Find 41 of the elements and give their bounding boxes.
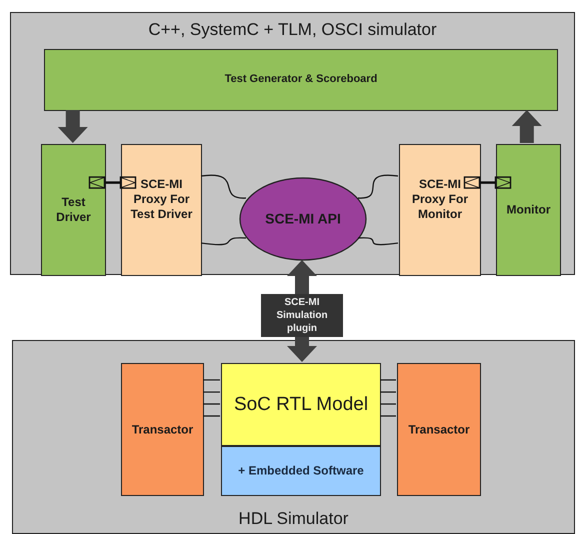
node-label: Test Driver [55,195,92,225]
node-label: SCE-MI Proxy For Test Driver [130,177,194,222]
node-label: SoC RTL Model [232,392,370,416]
connector-line [203,379,220,381]
process-box [399,144,481,276]
node-label: Transactor [407,422,471,437]
connector-line [200,237,246,246]
node-label: Test Generator & Scoreboard [224,73,378,87]
process-box [121,144,202,276]
edge-label: SCE-MI Simulation plugin [261,294,343,337]
process-box [397,363,481,496]
connector-line [380,391,396,393]
connector-line [358,237,398,246]
panel-title: C++, SystemC + TLM, OSCI simulator [147,19,438,40]
process-box [221,363,381,446]
process-box [496,144,561,276]
connector-line [203,415,220,417]
simulator-panel [12,340,575,534]
process-box [41,144,106,276]
node-label: SCE-MI API [264,210,342,228]
node-label: SCE-MI Proxy For Monitor [410,177,469,222]
block-arrow [58,110,88,143]
node-label: Transactor [130,422,194,437]
connector-line [380,403,396,405]
process-box [121,363,204,496]
port-connector [88,176,136,189]
process-box [44,49,558,111]
port-connector [464,176,512,189]
block-arrow [512,110,542,143]
connector-line [203,391,220,393]
connector-line [200,174,246,199]
connector-line [358,174,398,199]
connector-line [380,415,396,417]
connector-line [380,379,396,381]
process-box [221,446,381,496]
connector-line [203,403,220,405]
panel-title: HDL Simulator [238,508,350,529]
node-label: Monitor [506,202,552,218]
node-label: + Embedded Software [237,464,365,478]
simulator-panel [10,12,575,275]
api-ellipse [239,177,367,261]
